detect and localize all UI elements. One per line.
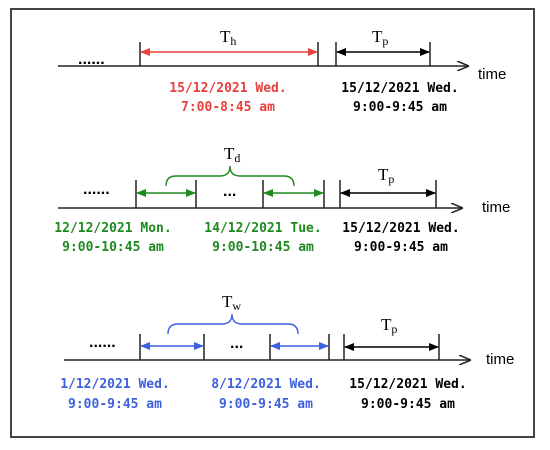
pred-date-2: 15/12/2021 Wed.	[342, 221, 459, 236]
axis-label-time-3: time	[486, 351, 514, 368]
week-segment-date-1: 1/12/2021 Wed.	[60, 377, 170, 392]
day-segment-date-2: 14/12/2021 Tue.	[204, 221, 321, 236]
figure-frame	[10, 8, 535, 438]
pred-symbol: Tp	[381, 315, 397, 336]
ellipsis-3b: ...	[230, 335, 243, 352]
ellipsis-3a: ......	[89, 334, 116, 351]
day-segment-time-2: 9:00-10:45 am	[212, 240, 314, 255]
row-hour: time ...... Th Tp 15/12/2021 Wed. 7:00-8…	[58, 27, 506, 115]
row-week: time ...... ... Tw Tp 1/12/2021 Wed. 9:0…	[60, 292, 514, 412]
hour-symbol: Th	[220, 27, 236, 48]
pred-time-1: 9:00-9:45 am	[353, 100, 447, 115]
axis-label-time-1: time	[478, 66, 506, 83]
week-segment-date-2: 8/12/2021 Wed.	[211, 377, 321, 392]
week-brace	[167, 313, 299, 335]
day-segment-date-1: 12/12/2021 Mon.	[54, 221, 171, 236]
day-segment-time-1: 9:00-10:45 am	[62, 240, 164, 255]
day-symbol: Td	[224, 144, 240, 165]
ellipsis-2b: ...	[223, 183, 236, 200]
week-segment-time-2: 9:00-9:45 am	[219, 397, 313, 412]
week-segment-time-1: 9:00-9:45 am	[68, 397, 162, 412]
pred-date-1: 15/12/2021 Wed.	[341, 81, 458, 96]
hour-segment-date: 15/12/2021 Wed.	[169, 81, 286, 96]
week-symbol: Tw	[222, 292, 241, 313]
ellipsis-1: ......	[78, 51, 105, 68]
pred-symbol: Tp	[372, 27, 388, 48]
axis-label-time-2: time	[482, 199, 510, 216]
row-day: time ...... ... Td Tp 12/12/2021 Mon. 9:…	[54, 144, 510, 255]
pred-time-2: 9:00-9:45 am	[354, 240, 448, 255]
day-brace	[165, 165, 295, 187]
hour-segment-time: 7:00-8:45 am	[181, 100, 275, 115]
pred-time-3: 9:00-9:45 am	[361, 397, 455, 412]
ellipsis-2a: ......	[83, 181, 110, 198]
pred-date-3: 15/12/2021 Wed.	[349, 377, 466, 392]
pred-symbol: Tp	[378, 165, 394, 186]
